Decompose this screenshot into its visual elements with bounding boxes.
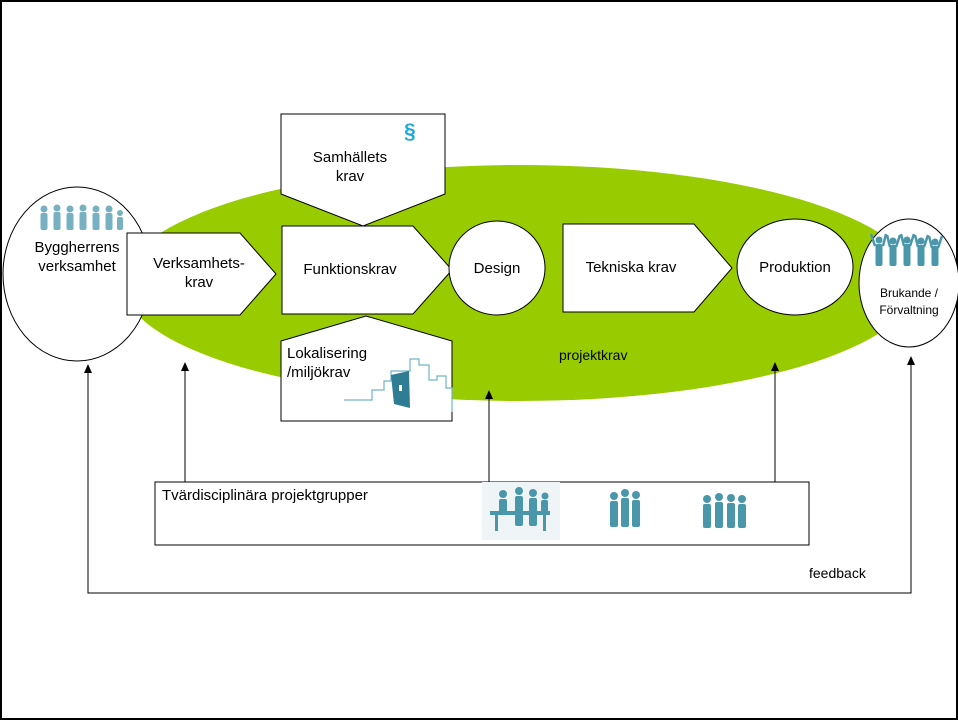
celebrating-people-icon (869, 233, 944, 266)
design-label: Design (473, 260, 521, 277)
tekniska-arrow (562, 223, 733, 313)
funktionskrav-arrow (281, 225, 453, 315)
produktion-circle (736, 218, 854, 316)
verksamhetskrav-arrow (126, 232, 277, 316)
paragraph-icon: § (404, 120, 416, 143)
lokalisering-label: Lokalisering /miljökrav (287, 345, 368, 381)
produktion-label: Produktion (759, 259, 831, 276)
funktionskrav-label: Funktionskrav (303, 261, 397, 278)
building-skyline-icon (344, 358, 453, 412)
tekniska-label: Tekniska krav (585, 259, 677, 276)
standing-people-icon (610, 489, 640, 527)
brukande-label: Brukande / Förvaltning (879, 286, 939, 317)
meeting-people-icon (482, 482, 560, 540)
byggherrens-label: Byggherrens verksamhet (34, 239, 120, 275)
samhallets-box (280, 113, 446, 227)
projektkrav-label: projektkrav (559, 347, 628, 363)
people-group-icon (40, 204, 123, 230)
business-people-icon (703, 493, 746, 528)
design-circle (448, 220, 546, 316)
feedback-label: feedback (809, 565, 866, 581)
projektgrupper-label: Tvärdisciplinära projektgrupper (162, 487, 368, 504)
samhallets-label: Samhällets krav (312, 149, 388, 185)
verksamhetskrav-label: Verksamhets- krav (153, 255, 245, 291)
